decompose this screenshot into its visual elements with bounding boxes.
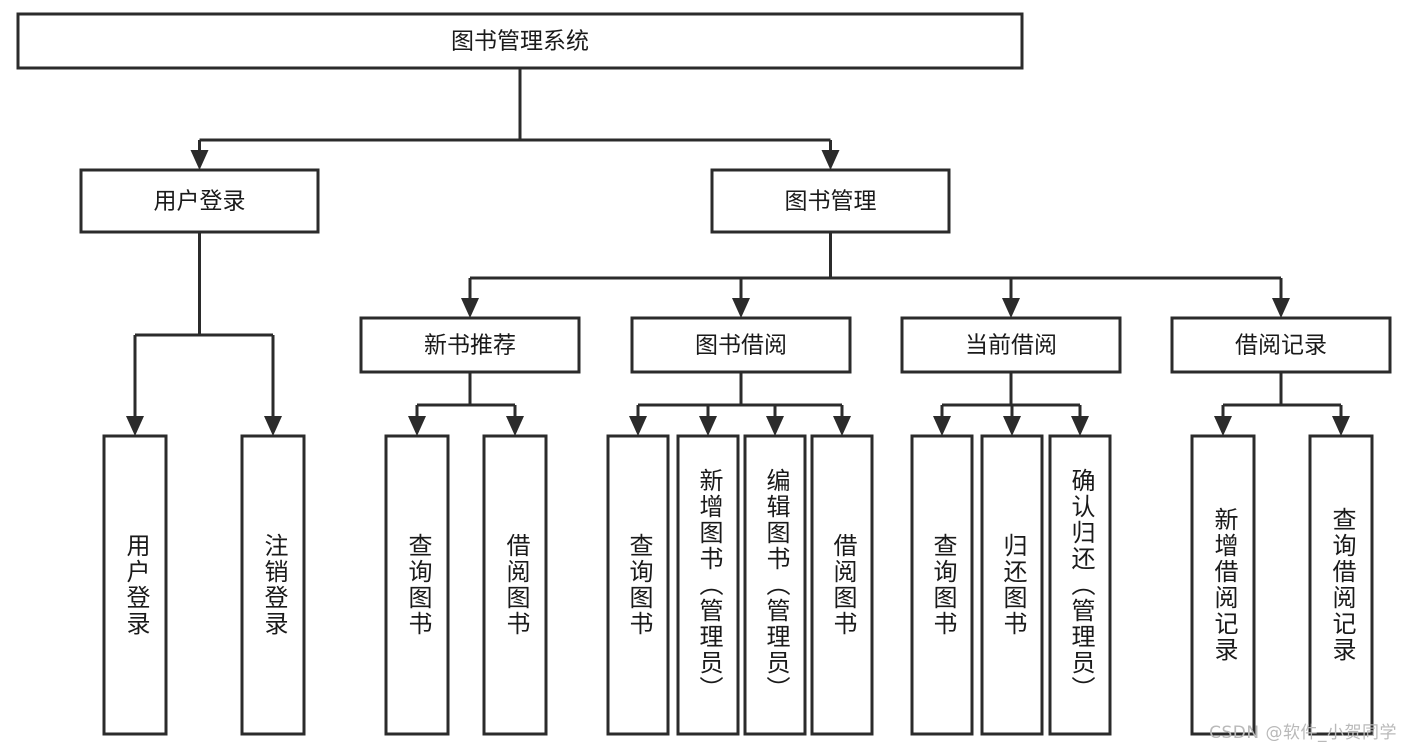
node-box-leaf-add-book-admin[interactable] [676, 434, 740, 736]
arrow-head-icon [629, 416, 647, 436]
node-box-leaf-edit-book-admin[interactable] [743, 434, 807, 736]
node-box-leaf-query-books-borrow[interactable] [606, 434, 670, 736]
arrow-head-icon [408, 416, 426, 436]
node-label-book-management: 图书管理 [785, 189, 877, 215]
arrow-head-icon [1272, 298, 1290, 318]
node-box-leaf-query-books-current[interactable] [910, 434, 974, 736]
node-box-leaf-query-borrow-record[interactable] [1308, 434, 1374, 736]
node-label-borrow-records: 借阅记录 [1235, 333, 1327, 359]
node-box-leaf-query-books-rec[interactable] [384, 434, 450, 736]
node-box-book-borrow[interactable] [630, 316, 852, 374]
node-box-leaf-user-login[interactable] [102, 434, 168, 736]
node-label-root: 图书管理系统 [451, 29, 589, 55]
node-box-layer [16, 12, 1392, 736]
node-box-borrow-records[interactable] [1170, 316, 1392, 374]
node-box-root[interactable] [16, 12, 1024, 70]
node-box-leaf-confirm-return-admin[interactable] [1048, 434, 1112, 736]
node-box-leaf-logout[interactable] [240, 434, 306, 736]
node-box-leaf-return-books[interactable] [980, 434, 1044, 736]
node-box-new-book-recommend[interactable] [359, 316, 581, 374]
arrow-head-icon [1002, 298, 1020, 318]
arrow-head-icon [126, 416, 144, 436]
arrow-head-icon [833, 416, 851, 436]
node-box-leaf-borrow-books[interactable] [810, 434, 874, 736]
node-box-leaf-add-borrow-record[interactable] [1190, 434, 1256, 736]
node-box-user-login[interactable] [79, 168, 320, 234]
arrow-head-icon [1003, 416, 1021, 436]
node-label-book-borrow: 图书借阅 [695, 333, 787, 359]
node-label-user-login: 用户登录 [154, 189, 246, 215]
watermark-text: CSDN @软件_小贺同学 [1209, 723, 1397, 743]
node-label-current-borrow: 当前借阅 [965, 333, 1057, 359]
arrow-head-icon [1071, 416, 1089, 436]
arrow-head-icon [461, 298, 479, 318]
arrow-head-icon [933, 416, 951, 436]
node-box-leaf-borrow-books-rec[interactable] [482, 434, 548, 736]
node-box-current-borrow[interactable] [900, 316, 1122, 374]
arrow-head-icon [699, 416, 717, 436]
arrow-head-icon [732, 298, 750, 318]
node-label-new-book-recommend: 新书推荐 [424, 333, 516, 359]
arrow-head-icon [766, 416, 784, 436]
arrow-head-icon [1332, 416, 1350, 436]
arrow-head-icon [190, 150, 209, 170]
arrow-head-icon [264, 416, 282, 436]
arrow-head-icon [1214, 416, 1232, 436]
connector-layer [126, 68, 1350, 436]
arrow-head-icon [506, 416, 524, 436]
node-box-book-management[interactable] [710, 168, 951, 234]
arrow-head-icon [821, 150, 840, 170]
